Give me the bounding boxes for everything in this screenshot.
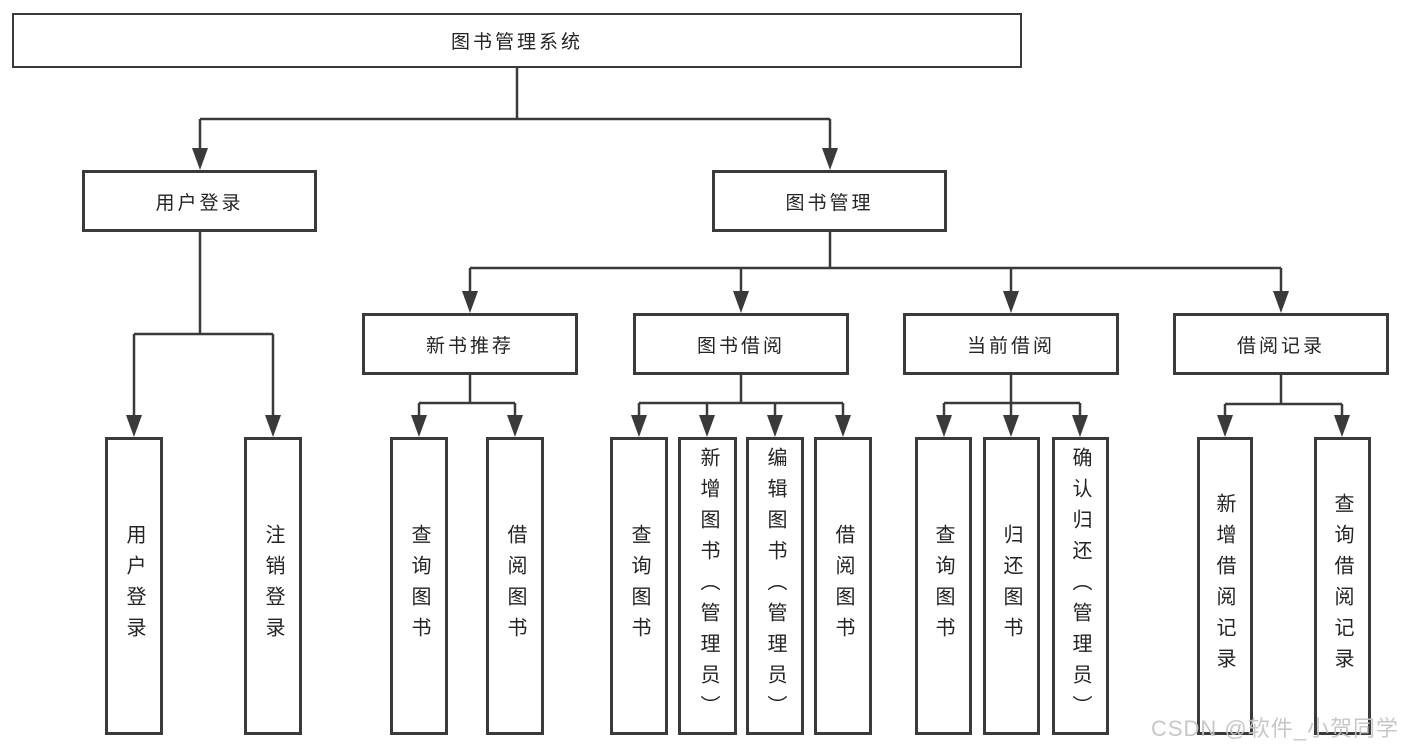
connector-arrowheads: [126, 148, 1350, 437]
node-current-borrowing: 当前借阅: [903, 313, 1119, 375]
leaf-add-book-admin: 新增图书（管理员）: [678, 437, 737, 735]
leaf-query-books-borrowing: 查询图书: [610, 437, 668, 735]
leaf-add-borrow-record: 新增借阅记录: [1197, 437, 1253, 735]
node-book-borrowing: 图书借阅: [633, 313, 849, 375]
leaf-logout: 注销登录: [244, 437, 302, 735]
node-new-book-recommendation: 新书推荐: [362, 313, 578, 375]
leaf-user-login: 用户登录: [105, 437, 163, 735]
leaf-query-books-recommend: 查询图书: [390, 437, 448, 735]
node-book-management: 图书管理: [712, 170, 947, 232]
leaf-borrow-books-borrowing: 借阅图书: [814, 437, 872, 735]
leaf-return-book: 归还图书: [983, 437, 1040, 735]
node-borrowing-records: 借阅记录: [1173, 313, 1389, 375]
node-user-login: 用户登录: [82, 170, 317, 232]
leaf-query-borrow-record: 查询借阅记录: [1314, 437, 1371, 735]
leaf-confirm-return-admin: 确认归还（管理员）: [1052, 437, 1109, 735]
connector-lines: [132, 68, 1344, 421]
leaf-borrow-books-recommend: 借阅图书: [486, 437, 544, 735]
leaf-query-books-current: 查询图书: [915, 437, 972, 735]
node-library-management-system: 图书管理系统: [12, 13, 1022, 68]
csdn-watermark: CSDN @软件_小贺同学: [1150, 716, 1399, 741]
leaf-edit-book-admin: 编辑图书（管理员）: [746, 437, 804, 735]
